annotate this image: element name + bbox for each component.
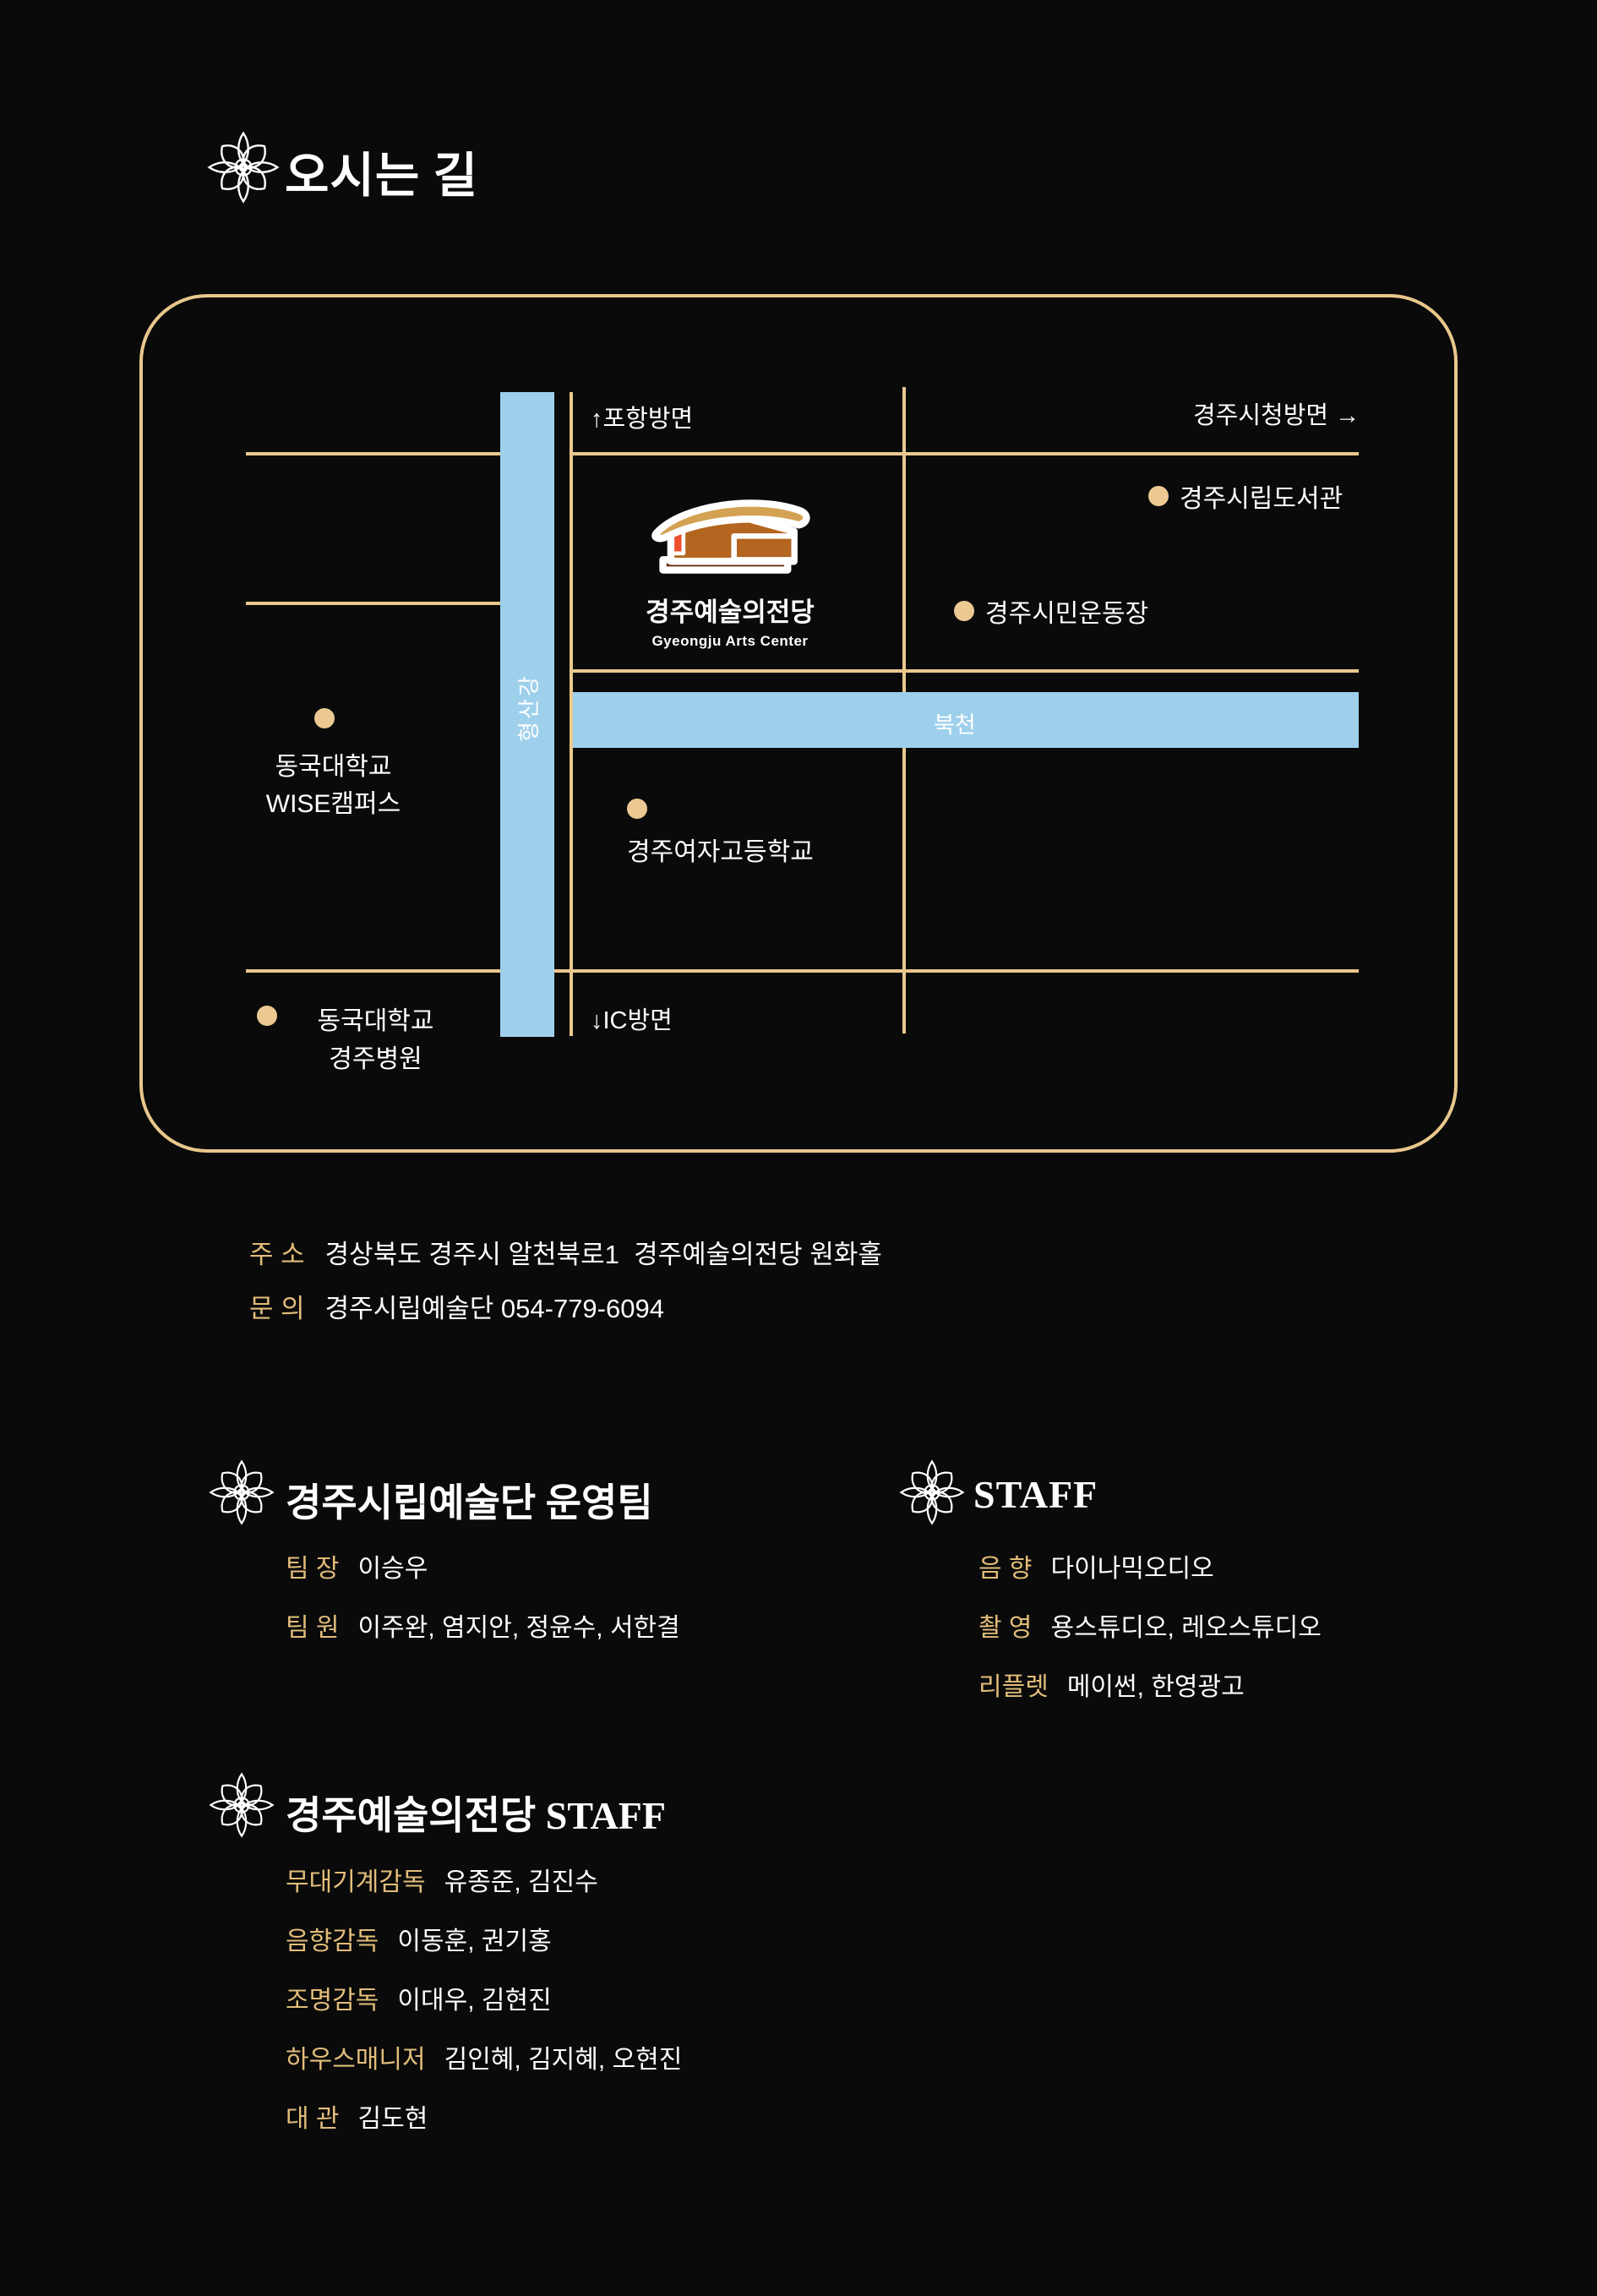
- poi-wise-campus: 동국대학교 WISE캠퍼스: [251, 749, 416, 823]
- credit-row: 음향감독 이동훈, 권기홍: [286, 1920, 552, 1957]
- inquiry-line: 문 의 경주시립예술단 054-779-6094: [249, 1287, 664, 1325]
- poi-dot-icon: [1148, 486, 1169, 506]
- credit-label: 팀 원: [286, 1614, 340, 1642]
- map-card: 형산강 북천 ↑포항방면 경주시청방면 → ↓IC방면 경주시립도서관 경주시민…: [139, 294, 1458, 1153]
- inquiry-value: 경주시립예술단 054-779-6094: [324, 1294, 664, 1323]
- credit-label: 대 관: [286, 2105, 340, 2133]
- credit-row: 조명감독 이대우, 김현진: [286, 1979, 552, 2016]
- credit-value: 용스튜디오, 레오스튜디오: [1050, 1614, 1322, 1642]
- credit-row: 리플렛 메이썬, 한영광고: [978, 1666, 1245, 1703]
- credit-label: 촬 영: [978, 1614, 1033, 1642]
- arts-center-building-icon: [651, 499, 810, 574]
- credit-row: 팀 원 이주완, 염지안, 정윤수, 서한결: [286, 1606, 680, 1644]
- road-top-right: [573, 452, 1359, 455]
- poi-girls-high: 경주여자고등학교: [627, 838, 814, 866]
- lotus-icon: [209, 1768, 275, 1842]
- lotus-icon: [899, 1455, 965, 1530]
- credit-row: 대 관 김도현: [286, 2097, 428, 2135]
- page-title: 오시는 길: [285, 150, 479, 203]
- poi-dot-icon: [954, 601, 974, 621]
- road-mid-left: [246, 602, 500, 605]
- section-title-staff: STAFF: [973, 1473, 1098, 1516]
- credit-label: 리플렛: [978, 1673, 1049, 1701]
- river-hyeongsan-label-box: 형산강: [500, 648, 554, 766]
- credit-label: 음 향: [978, 1555, 1033, 1583]
- lotus-icon: [207, 127, 280, 208]
- credit-value: 이동훈, 권기홍: [397, 1928, 552, 1955]
- poi-dot-icon: [257, 1006, 277, 1026]
- road-bottom: [246, 969, 1359, 973]
- credit-value: 이대우, 김현진: [397, 1987, 552, 2015]
- river-bukcheon: [573, 692, 1359, 748]
- poi-dot-icon: [627, 799, 647, 819]
- inquiry-label: 문 의: [249, 1294, 305, 1323]
- credit-label: 팀 장: [286, 1555, 340, 1583]
- section-title-team: 경주시립예술단 운영팀: [286, 1481, 653, 1524]
- poi-library-label: 경주시립도서관: [1180, 485, 1344, 513]
- direction-ic: ↓IC방면: [591, 1007, 673, 1034]
- road-vertical-west: [570, 392, 573, 1036]
- credit-value: 유종준, 김진수: [444, 1868, 598, 1896]
- credit-label: 음향감독: [286, 1928, 379, 1955]
- address-label: 주 소: [249, 1240, 305, 1269]
- poi-dot-icon: [314, 708, 335, 728]
- address-line: 주 소 경상북도 경주시 알천북로1 경주예술의전당 원화홀: [249, 1233, 882, 1271]
- credit-value: 다이나믹오디오: [1050, 1555, 1214, 1583]
- address-value: 경상북도 경주시 알천북로1 경주예술의전당 원화홀: [324, 1240, 882, 1269]
- poi-stadium-label: 경주시민운동장: [985, 600, 1149, 628]
- credit-row: 음 향 다이나믹오디오: [978, 1547, 1214, 1584]
- credit-row: 팀 장 이승우: [286, 1547, 428, 1584]
- river-hyeongsan-label: 형산강: [515, 673, 542, 742]
- road-top-left: [246, 452, 500, 455]
- river-hyeongsan: [500, 392, 554, 1037]
- poi-wise-line1: 동국대학교: [275, 753, 392, 781]
- credit-row: 하우스매니저 김인혜, 김지혜, 오현진: [286, 2038, 682, 2075]
- direction-cityhall: 경주시청방면 →: [1193, 402, 1360, 429]
- credit-label: 무대기계감독: [286, 1868, 426, 1896]
- credit-value: 이승우: [357, 1555, 428, 1583]
- arts-center-logo: 경주예술의전당 Gyeongju Arts Center: [624, 492, 836, 650]
- credit-value: 김인혜, 김지혜, 오현진: [444, 2046, 683, 2074]
- credit-value: 김도현: [357, 2105, 428, 2133]
- section-title-venue: 경주예술의전당 STAFF: [286, 1794, 667, 1837]
- credit-value: 메이썬, 한영광고: [1066, 1673, 1245, 1701]
- arts-center-name-en: Gyeongju Arts Center: [651, 633, 809, 649]
- poi-hospital-line2: 경주병원: [329, 1045, 422, 1073]
- road-above-bukcheon: [573, 669, 1359, 673]
- arts-center-name: 경주예술의전당: [646, 597, 815, 627]
- direction-pohang: ↑포항방면: [591, 406, 694, 433]
- poi-wise-line2: WISE캠퍼스: [265, 790, 401, 818]
- river-bukcheon-label: 북천: [934, 712, 976, 738]
- credit-value: 이주완, 염지안, 정윤수, 서한결: [357, 1614, 680, 1642]
- credit-row: 촬 영 용스튜디오, 레오스튜디오: [978, 1606, 1322, 1644]
- credit-label: 조명감독: [286, 1987, 379, 2015]
- poi-stadium: 경주시민운동장: [954, 597, 1148, 628]
- lotus-icon: [209, 1455, 275, 1530]
- credit-row: 무대기계감독 유종준, 김진수: [286, 1861, 598, 1898]
- credit-label: 하우스매니저: [286, 2046, 426, 2074]
- poi-library: 경주시립도서관: [1148, 483, 1343, 513]
- poi-hospital-line1: 동국대학교: [317, 1007, 434, 1035]
- poi-hospital: 동국대학교 경주병원: [306, 1002, 445, 1078]
